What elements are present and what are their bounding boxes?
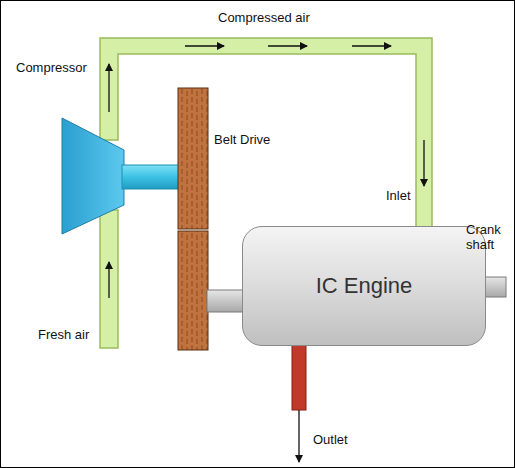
part-label: Inlet (386, 188, 411, 203)
pipe-label: Outlet (313, 432, 348, 447)
part-label: Crank shaft (466, 222, 508, 252)
exhaust-pipe (292, 340, 306, 410)
part-label: Belt Drive (214, 132, 270, 147)
pipe-label: Compressed air (218, 10, 310, 25)
crankshaft (207, 290, 245, 312)
flow-arrow (298, 410, 299, 462)
engine-label: IC Engine (316, 273, 413, 299)
compressor-shaft (122, 165, 180, 189)
part-label: Compressor (16, 60, 87, 75)
compressor-body (62, 118, 124, 234)
belt-pulley (178, 231, 208, 350)
belt-pulley (178, 88, 208, 229)
pipe-label: Fresh air (38, 327, 89, 342)
engine-block: IC Engine (242, 226, 486, 346)
